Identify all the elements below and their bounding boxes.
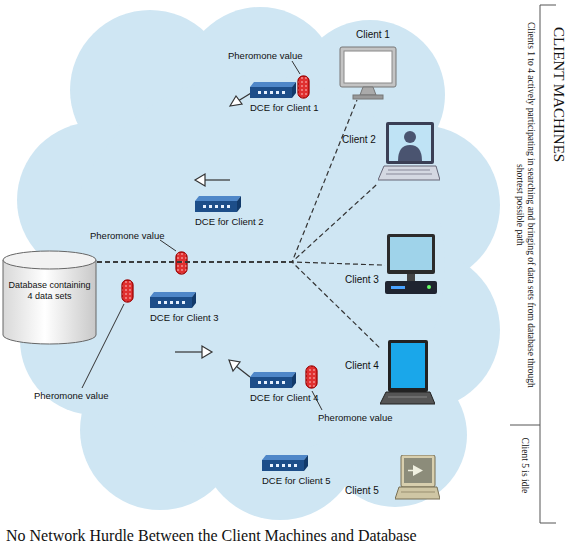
- client-machine: Client 2: [378, 120, 440, 190]
- dce-label: DCE for Client 3: [150, 312, 219, 323]
- pheromone-label: Pheromone value: [228, 50, 302, 61]
- side-bracket: [510, 5, 556, 523]
- dashed-link-line: [97, 183, 378, 262]
- dce-device: DCE for Client 5: [262, 455, 331, 486]
- pheromone-label: Pheromone value: [90, 230, 164, 241]
- figure-caption: No Network Hurdle Between the Client Mac…: [6, 527, 417, 545]
- client-machine: Client 5: [395, 455, 440, 505]
- client-machine: Client 1: [338, 45, 398, 100]
- dce-device: DCE for Client 2: [195, 196, 264, 227]
- client-label: Client 1: [356, 29, 390, 40]
- dashed-link-line: [97, 262, 380, 348]
- leader-lines: [82, 61, 322, 410]
- database-cylinder: Database containing 4 data sets: [2, 250, 97, 345]
- client-label: Client 3: [345, 274, 379, 285]
- dce-device: DCE for Client 4: [250, 372, 319, 403]
- client-label: Client 4: [345, 360, 379, 371]
- side-note: Clients 1 to 4 actively participating in…: [514, 10, 536, 400]
- dce-label: DCE for Client 5: [262, 475, 331, 486]
- network-link: [97, 183, 378, 262]
- dce-label: DCE for Client 4: [250, 392, 319, 403]
- pheromone-label: Pheromone value: [318, 412, 392, 423]
- database-label: Database containing 4 data sets: [8, 280, 91, 303]
- direction-arrows: [175, 90, 256, 377]
- dce-device: DCE for Client 1: [250, 82, 319, 113]
- client-machine: Client 3: [385, 232, 437, 300]
- side-note: Client 5 is idle: [520, 425, 531, 505]
- dce-label: DCE for Client 2: [195, 216, 264, 227]
- client-label: Client 5: [345, 485, 379, 496]
- side-note: CLIENT MACHINES: [549, 10, 566, 180]
- dce-label: DCE for Client 1: [250, 102, 319, 113]
- client-label: Client 2: [342, 134, 376, 145]
- database-text-box: Database containing 4 data sets: [2, 250, 97, 313]
- client-machine: Client 4: [380, 340, 435, 410]
- dce-device: DCE for Client 3: [150, 292, 219, 323]
- pheromone-label: Pheromone value: [34, 390, 108, 401]
- network-link: [97, 262, 380, 348]
